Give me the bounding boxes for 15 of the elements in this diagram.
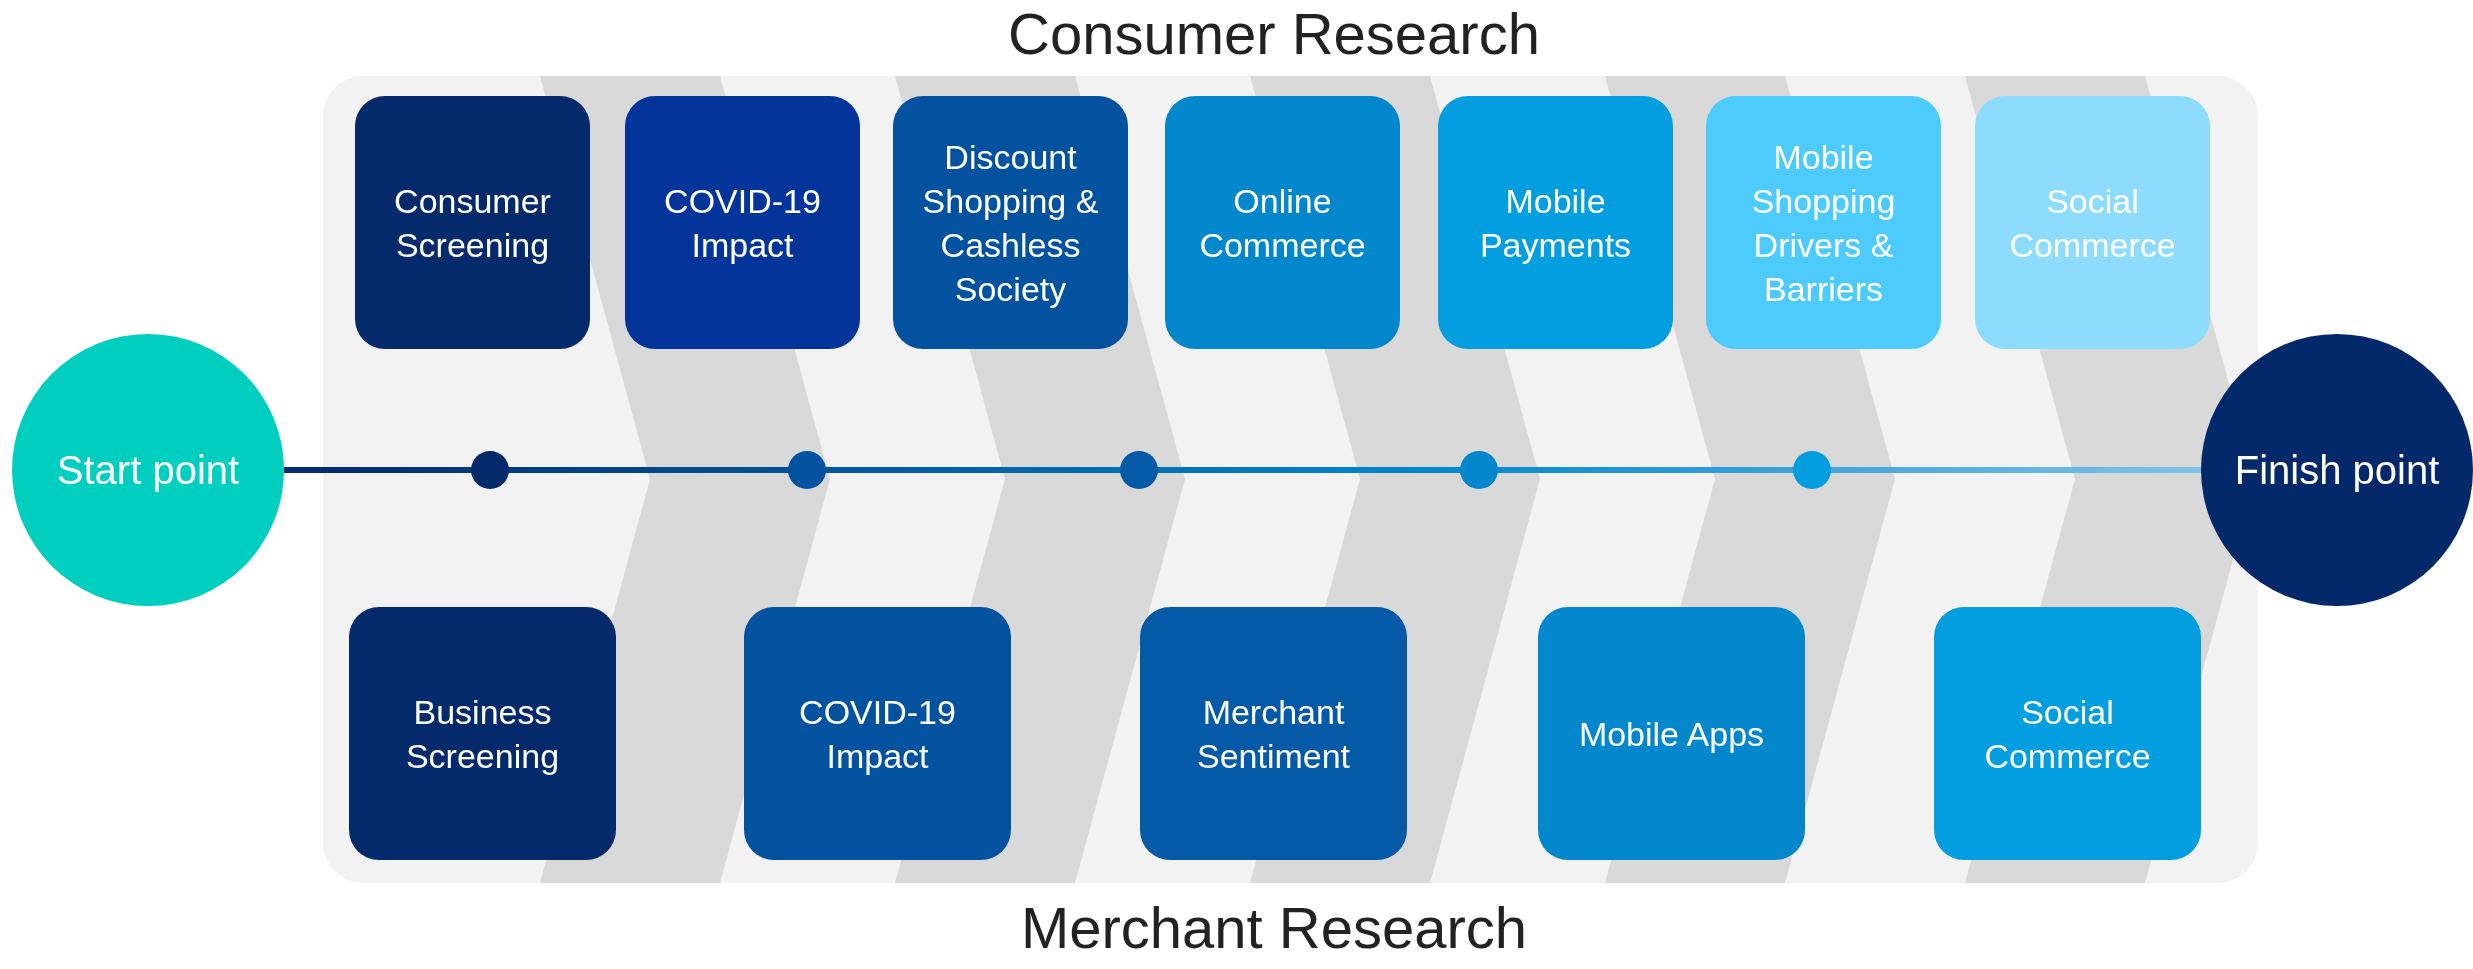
process-box: Online Commerce: [1165, 96, 1400, 349]
process-box: Social Commerce: [1934, 607, 2201, 860]
process-box: Business Screening: [349, 607, 616, 860]
process-box: Merchant Sentiment: [1140, 607, 1407, 860]
title: Consumer Research: [1007, 2, 1541, 66]
process-box: Mobile Apps: [1538, 607, 1805, 860]
process-box: Consumer Screening: [355, 96, 590, 349]
process-box: Social Commerce: [1975, 96, 2210, 349]
process-box: Mobile Payments: [1438, 96, 1673, 349]
process-box: Mobile Shopping Drivers & Barriers: [1706, 96, 1941, 349]
connector-line: [284, 467, 2201, 473]
process-box: COVID-19 Impact: [744, 607, 1011, 860]
process-box: COVID-19 Impact: [625, 96, 860, 349]
section-heading: Merchant Research: [1019, 896, 1529, 960]
process-box: Discount Shopping & Cashless Society: [893, 96, 1128, 349]
